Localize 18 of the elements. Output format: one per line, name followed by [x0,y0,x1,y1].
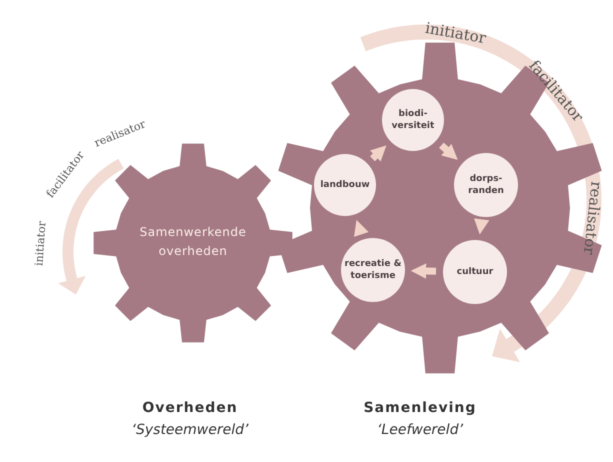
arrow [474,218,490,235]
topic-label: biodi- versiteit [390,108,436,132]
caption-subtitle: ‘Systeemwereld’ [132,422,248,438]
topic-label: landbouw [319,178,371,192]
role-label: realisator [580,180,606,256]
topic-label: recreatie & toerisme [344,258,402,282]
arrow [370,145,386,162]
arrow [354,220,369,237]
gear-label: Samenwerkende overheden [138,224,248,260]
caption-heading: Overheden [142,400,238,416]
caption-heading: Samenleving [364,400,476,416]
arrow [439,142,458,160]
topic-label: cultuur [456,266,494,278]
role-label: initiator [32,220,48,266]
caption-subtitle: ‘Leefwereld’ [376,422,464,438]
topic-label: dorps- randen [467,172,505,198]
role-label: initiator [424,18,488,47]
arrow [410,263,436,279]
